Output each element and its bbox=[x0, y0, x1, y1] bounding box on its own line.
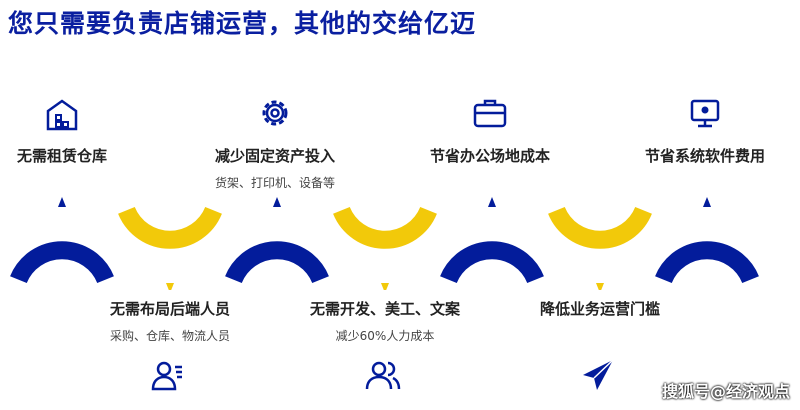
benefit-label: 节省系统软件费用 bbox=[644, 147, 765, 165]
briefcase-icon bbox=[473, 99, 507, 128]
users-icon bbox=[365, 361, 401, 390]
benefit-sub: 货架、打印机、设备等 bbox=[214, 176, 335, 190]
benefit-lower-threshold: 降低业务运营门槛 bbox=[500, 298, 700, 319]
user-list-icon bbox=[151, 361, 182, 391]
blue-arc-pointer bbox=[273, 197, 281, 207]
blue-arc-pointer bbox=[58, 197, 66, 207]
benefit-label: 无需开发、美工、文案 bbox=[309, 300, 460, 318]
benefit-no-dev-design: 无需开发、美工、文案减少60%人力成本 bbox=[285, 298, 485, 344]
benefit-no-warehouse: 无需租赁仓库 bbox=[0, 145, 162, 166]
benefit-sub: 减少60%人力成本 bbox=[335, 329, 435, 343]
benefit-fixed-assets: 减少固定资产投入货架、打印机、设备等 bbox=[175, 145, 375, 191]
benefit-office-cost: 节省办公场地成本 bbox=[390, 145, 590, 166]
benefit-label: 无需布局后端人员 bbox=[109, 300, 230, 318]
benefit-label: 减少固定资产投入 bbox=[214, 147, 335, 165]
blue-arc-pointer bbox=[703, 197, 711, 207]
warehouse-icon bbox=[46, 99, 78, 131]
page-title: 您只需要负责店铺运营，其他的交给亿迈 bbox=[8, 9, 477, 38]
blue-arc bbox=[10, 241, 114, 284]
watermark: 搜狐号@经济观点 bbox=[661, 382, 790, 401]
blue-arc bbox=[655, 241, 759, 284]
yellow-arc bbox=[548, 206, 652, 249]
yellow-arc bbox=[333, 206, 437, 249]
gear-icon bbox=[262, 100, 288, 126]
blue-arc-pointer bbox=[488, 197, 496, 207]
yellow-arc-pointer bbox=[381, 283, 389, 290]
benefit-sub: 采购、仓库、物流人员 bbox=[109, 329, 230, 343]
benefit-label: 降低业务运营门槛 bbox=[539, 300, 660, 318]
benefit-no-backend-staff: 无需布局后端人员采购、仓库、物流人员 bbox=[70, 298, 270, 344]
paper-plane-icon bbox=[583, 359, 614, 390]
wave-connector bbox=[10, 197, 759, 290]
monitor-gear-icon bbox=[690, 99, 720, 128]
benefit-software-cost: 节省系统软件费用 bbox=[605, 145, 800, 166]
blue-arc bbox=[225, 241, 329, 284]
benefit-label: 无需租赁仓库 bbox=[16, 147, 107, 165]
benefit-label: 节省办公场地成本 bbox=[429, 147, 550, 165]
yellow-arc-pointer bbox=[166, 283, 174, 290]
blue-arc bbox=[440, 241, 544, 284]
yellow-arc-pointer bbox=[596, 283, 604, 290]
yellow-arc bbox=[118, 206, 222, 249]
